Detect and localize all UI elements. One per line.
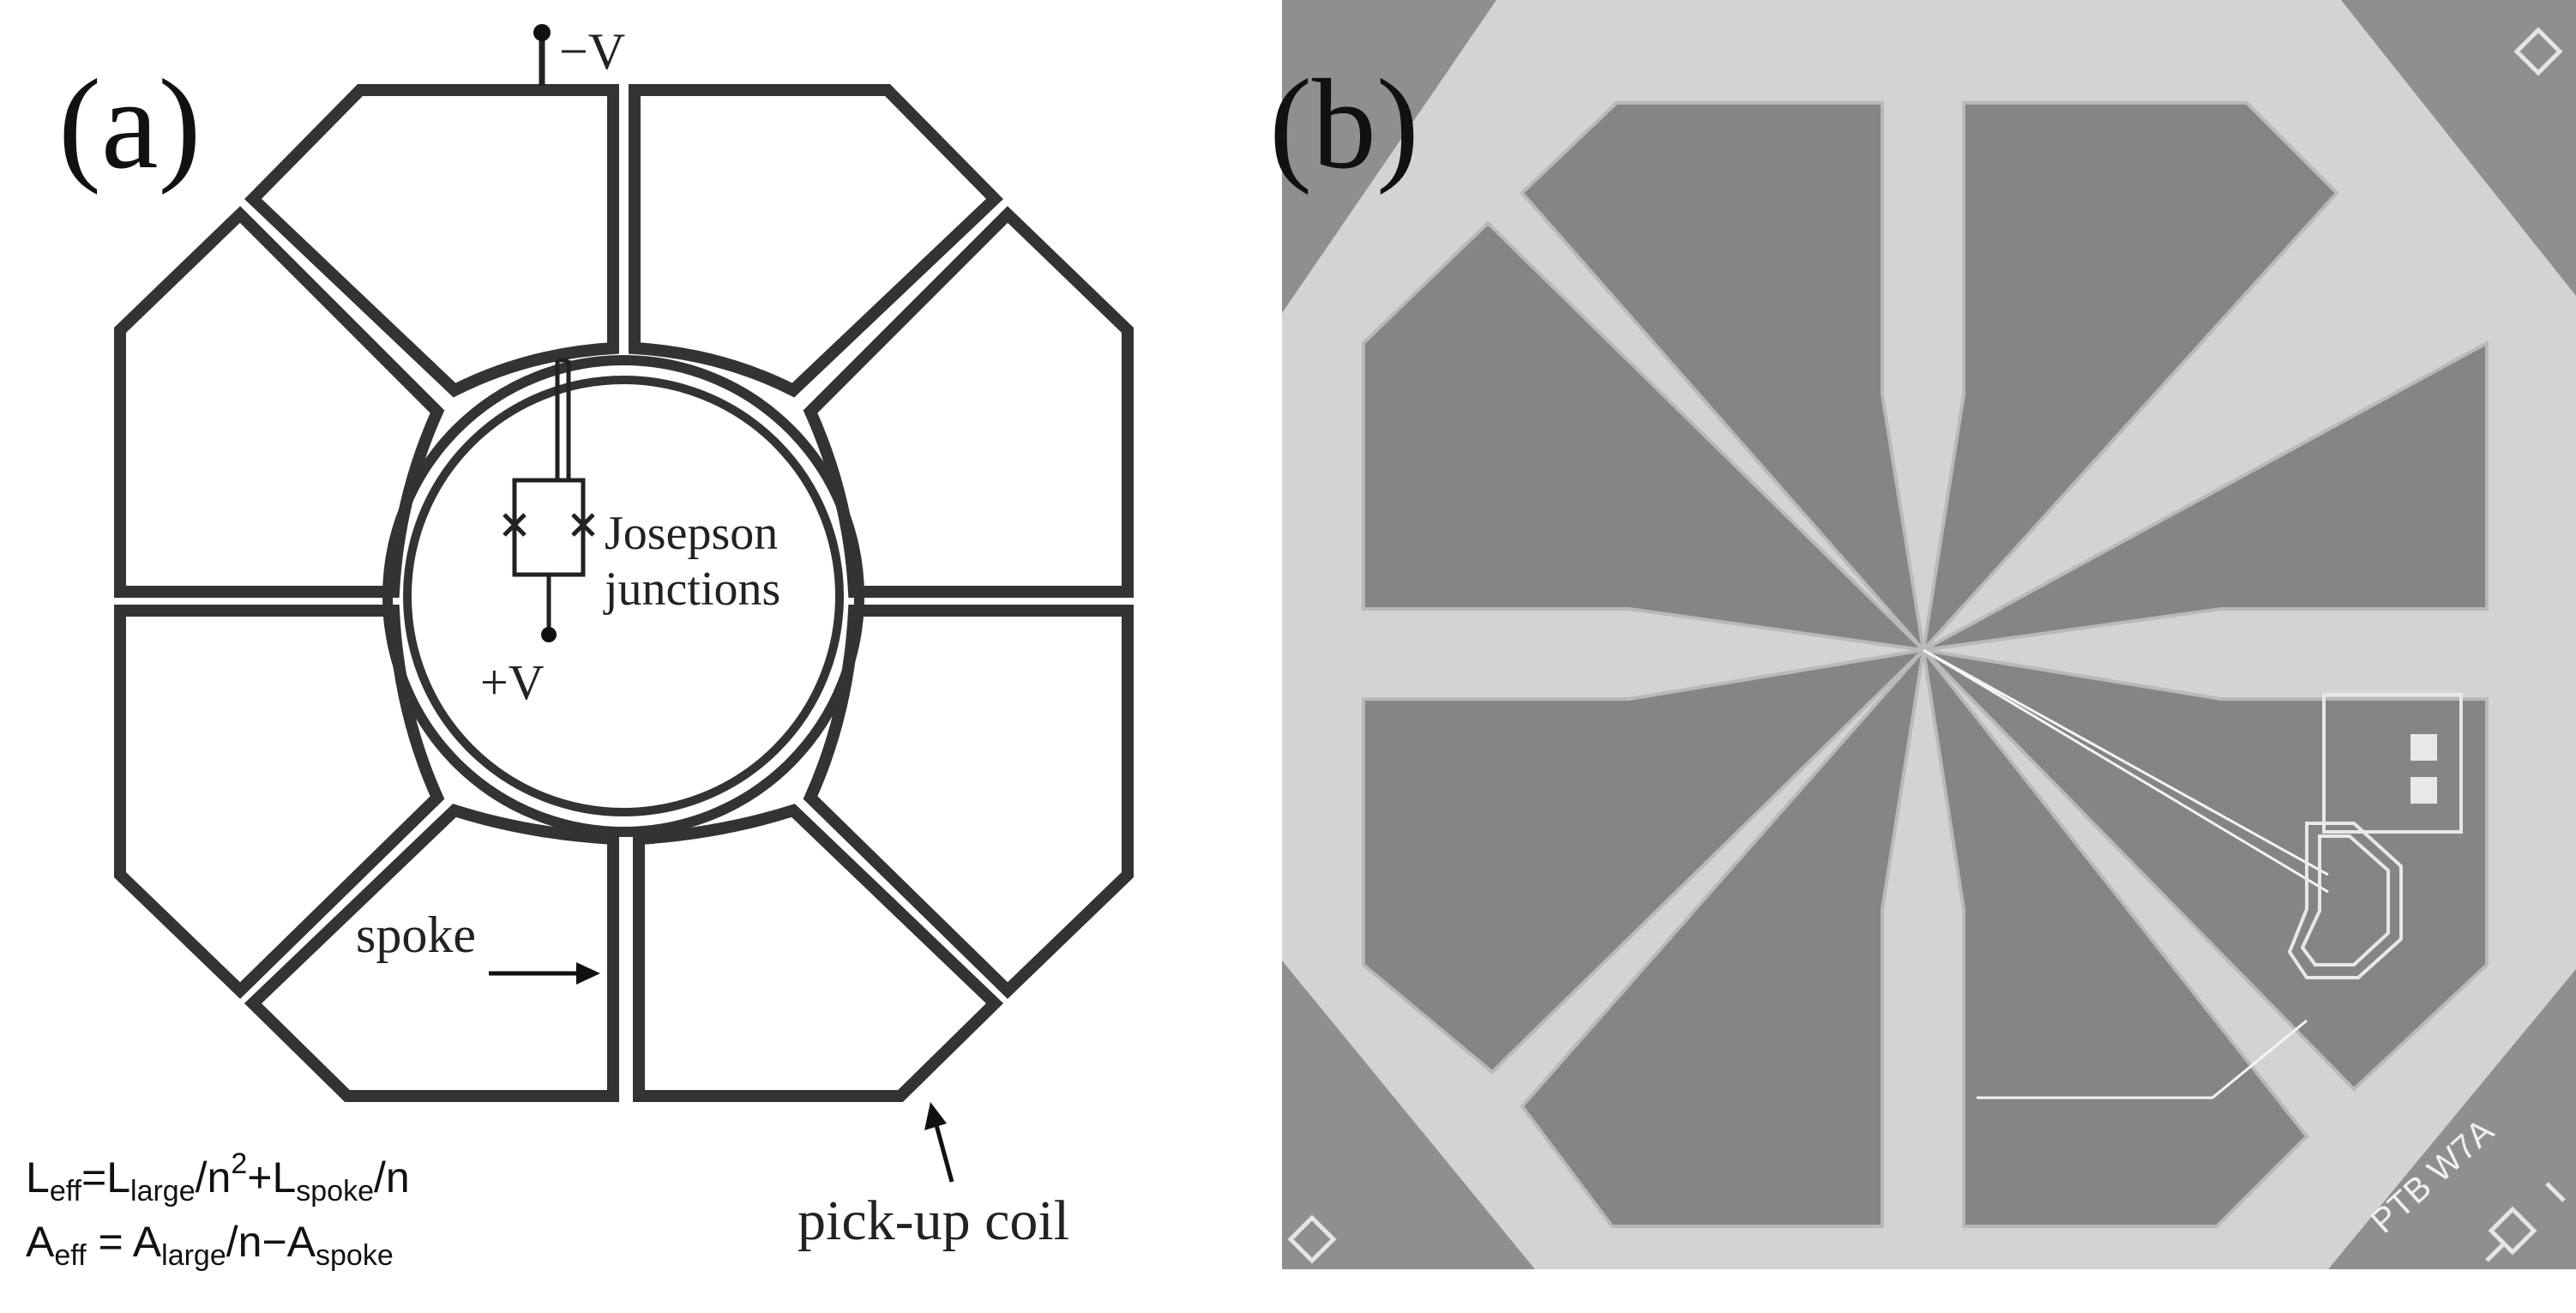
chip-contact-pad-2 — [2410, 777, 2437, 804]
josephson-label-line1: Josepson — [605, 507, 778, 560]
terminal-bottom-dot — [541, 627, 557, 642]
coil-sector-top-left — [244, 84, 619, 398]
chip-contact-pad-1 — [2410, 734, 2437, 761]
josephson-label-line2: junctions — [603, 563, 780, 616]
terminal-bottom-label: +V — [480, 654, 545, 710]
chip-pad-right-top — [1923, 340, 2489, 652]
chip-alignment-marks — [1287, 27, 2566, 1264]
chip-squid-washer — [2287, 822, 2403, 979]
junction-cross-left — [503, 513, 527, 537]
coil-sector-bottom-left — [244, 804, 619, 1102]
pickup-coil-label: pick-up coil — [797, 1190, 1069, 1252]
chip-corner-top-right — [2341, 0, 2576, 296]
chip-corner-top-left — [1282, 0, 1496, 313]
spoke-arrow — [489, 962, 600, 985]
chip-leads — [1923, 648, 2329, 1099]
chip-pad-top-left — [1520, 101, 1927, 656]
terminal-top-label: −V — [559, 23, 625, 80]
panel-b-label: (b) — [1269, 53, 1419, 196]
formula-area: Aeff = Alarge/n−Aspoke — [26, 1218, 394, 1272]
chip-corner-bottom-left — [1282, 961, 1535, 1269]
chip-squid-area — [2287, 693, 2463, 979]
squid-ring-outer — [382, 355, 864, 837]
pickup-coil-arrow — [924, 1102, 954, 1183]
coil-sector-top-right — [629, 84, 1003, 398]
panel-a-label: (a) — [58, 53, 201, 196]
terminal-top-dot — [533, 24, 551, 41]
chip-squid-box — [2322, 693, 2463, 834]
josephson-junction-circuit — [503, 358, 595, 630]
spoke-label: spoke — [356, 906, 476, 963]
panel-b-micrograph: PTB W7A (b) — [1269, 0, 2576, 1269]
coil-sector-left-top — [114, 206, 445, 598]
chip-pad-left-top — [1362, 220, 1929, 653]
coil-sector-bottom-right — [633, 804, 1004, 1102]
coil-sector-right-bottom — [803, 605, 1134, 999]
coil-sector-right-top — [803, 206, 1134, 598]
chip-pad-bottom-right — [1920, 643, 2309, 1228]
chip-pads — [1362, 101, 2489, 1228]
chip-pad-left-bottom — [1362, 647, 1929, 1075]
chip-corner-bottom-right — [2328, 969, 2576, 1269]
chip-pad-bottom-left — [1520, 644, 1927, 1228]
junction-cross-right — [571, 513, 595, 537]
formula-inductance: Leff=Llarge/n2+Lspoke/n — [26, 1147, 410, 1208]
panel-a-schematic: −V +V Josepson junctions (a) spoke pick- — [26, 23, 1134, 1272]
chip-squid-washer-inner — [2300, 834, 2390, 967]
chip-pad-top-right — [1920, 101, 2339, 656]
